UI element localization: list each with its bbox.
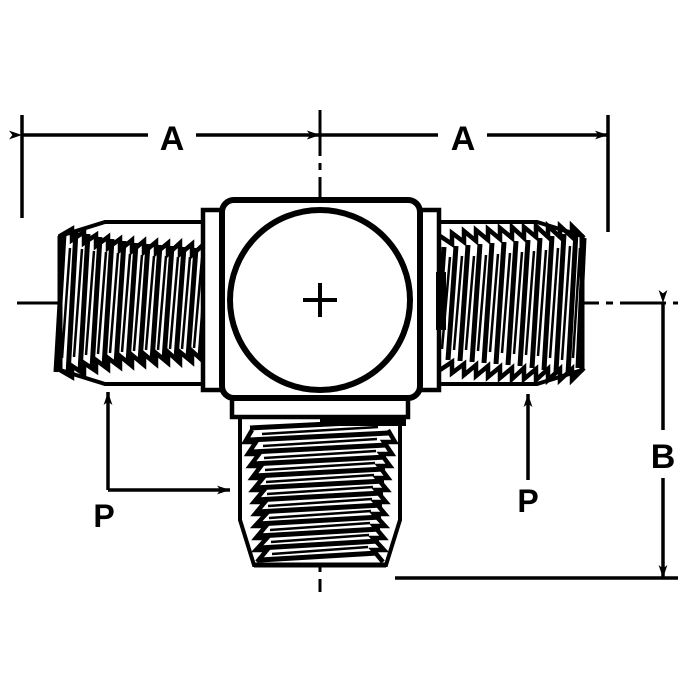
- leader-p-left: P: [93, 392, 230, 534]
- left-thread-roots: [60, 247, 216, 359]
- leader-p-right: P: [517, 394, 539, 519]
- right-thread-crest-top: [438, 220, 586, 249]
- right-thread-flanks: [433, 231, 587, 375]
- arm-right: [417, 207, 587, 393]
- right-shoulder-key: [436, 272, 446, 330]
- bottom-thread-roots: [261, 425, 379, 556]
- bottom-thread-crest-right: [367, 428, 399, 564]
- arm-left: [53, 207, 225, 393]
- bottom-shoulder-key: [320, 416, 406, 426]
- tee-body: [219, 197, 423, 401]
- dim-label-a-right: A: [451, 120, 476, 158]
- right-thread-roots: [440, 245, 582, 361]
- dim-label-b: B: [651, 438, 676, 476]
- right-thread-crest-bottom: [438, 357, 586, 386]
- dim-label-a-left: A: [160, 120, 185, 158]
- dimension-b: B: [395, 290, 678, 580]
- arm-bottom: [229, 395, 411, 568]
- leader-label-p-left: P: [93, 498, 114, 534]
- dimension-a-right: A: [307, 115, 610, 232]
- leader-label-p-right: P: [517, 483, 538, 519]
- dimension-a-left: A: [9, 115, 320, 218]
